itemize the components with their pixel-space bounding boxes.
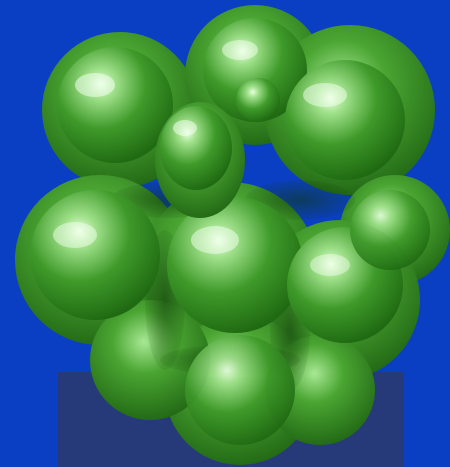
surface-highlights — [53, 40, 350, 276]
